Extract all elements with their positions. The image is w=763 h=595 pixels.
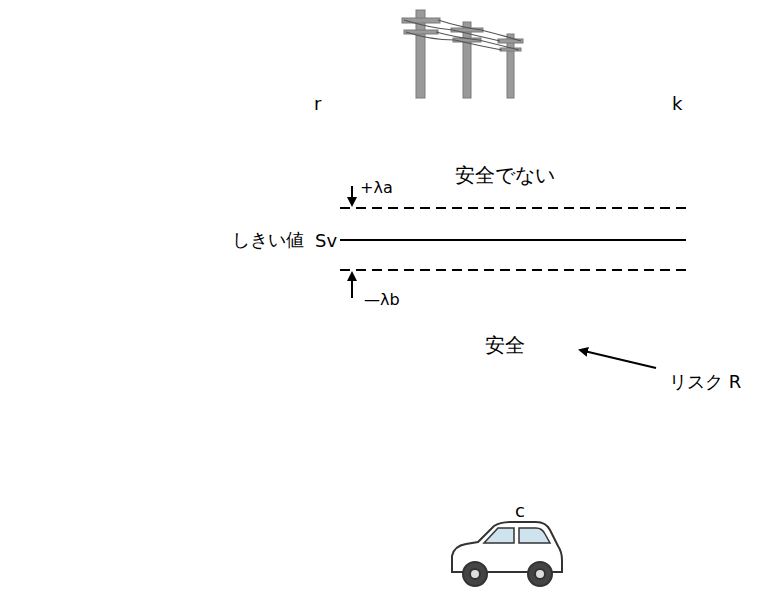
region-label: 安全でない [455,163,555,187]
diagram-label: +λa [360,178,393,197]
car-illustration [452,522,562,586]
threshold-lines [340,208,686,270]
risk-leader [580,350,656,368]
lambda-a-arrow [351,186,353,205]
diagram-label: Sv [315,230,337,252]
utility-poles [402,10,523,98]
diagram-label: —λb [364,290,400,309]
diagram-label: k [672,93,682,115]
diagram-label: リスク R [669,371,741,393]
diagram-label: r [314,93,321,115]
diagram-label: しきい値 [232,229,304,251]
lambda-b-arrow [351,273,353,298]
region-label: 安全 [485,333,525,357]
diagram-label: c [515,500,525,522]
